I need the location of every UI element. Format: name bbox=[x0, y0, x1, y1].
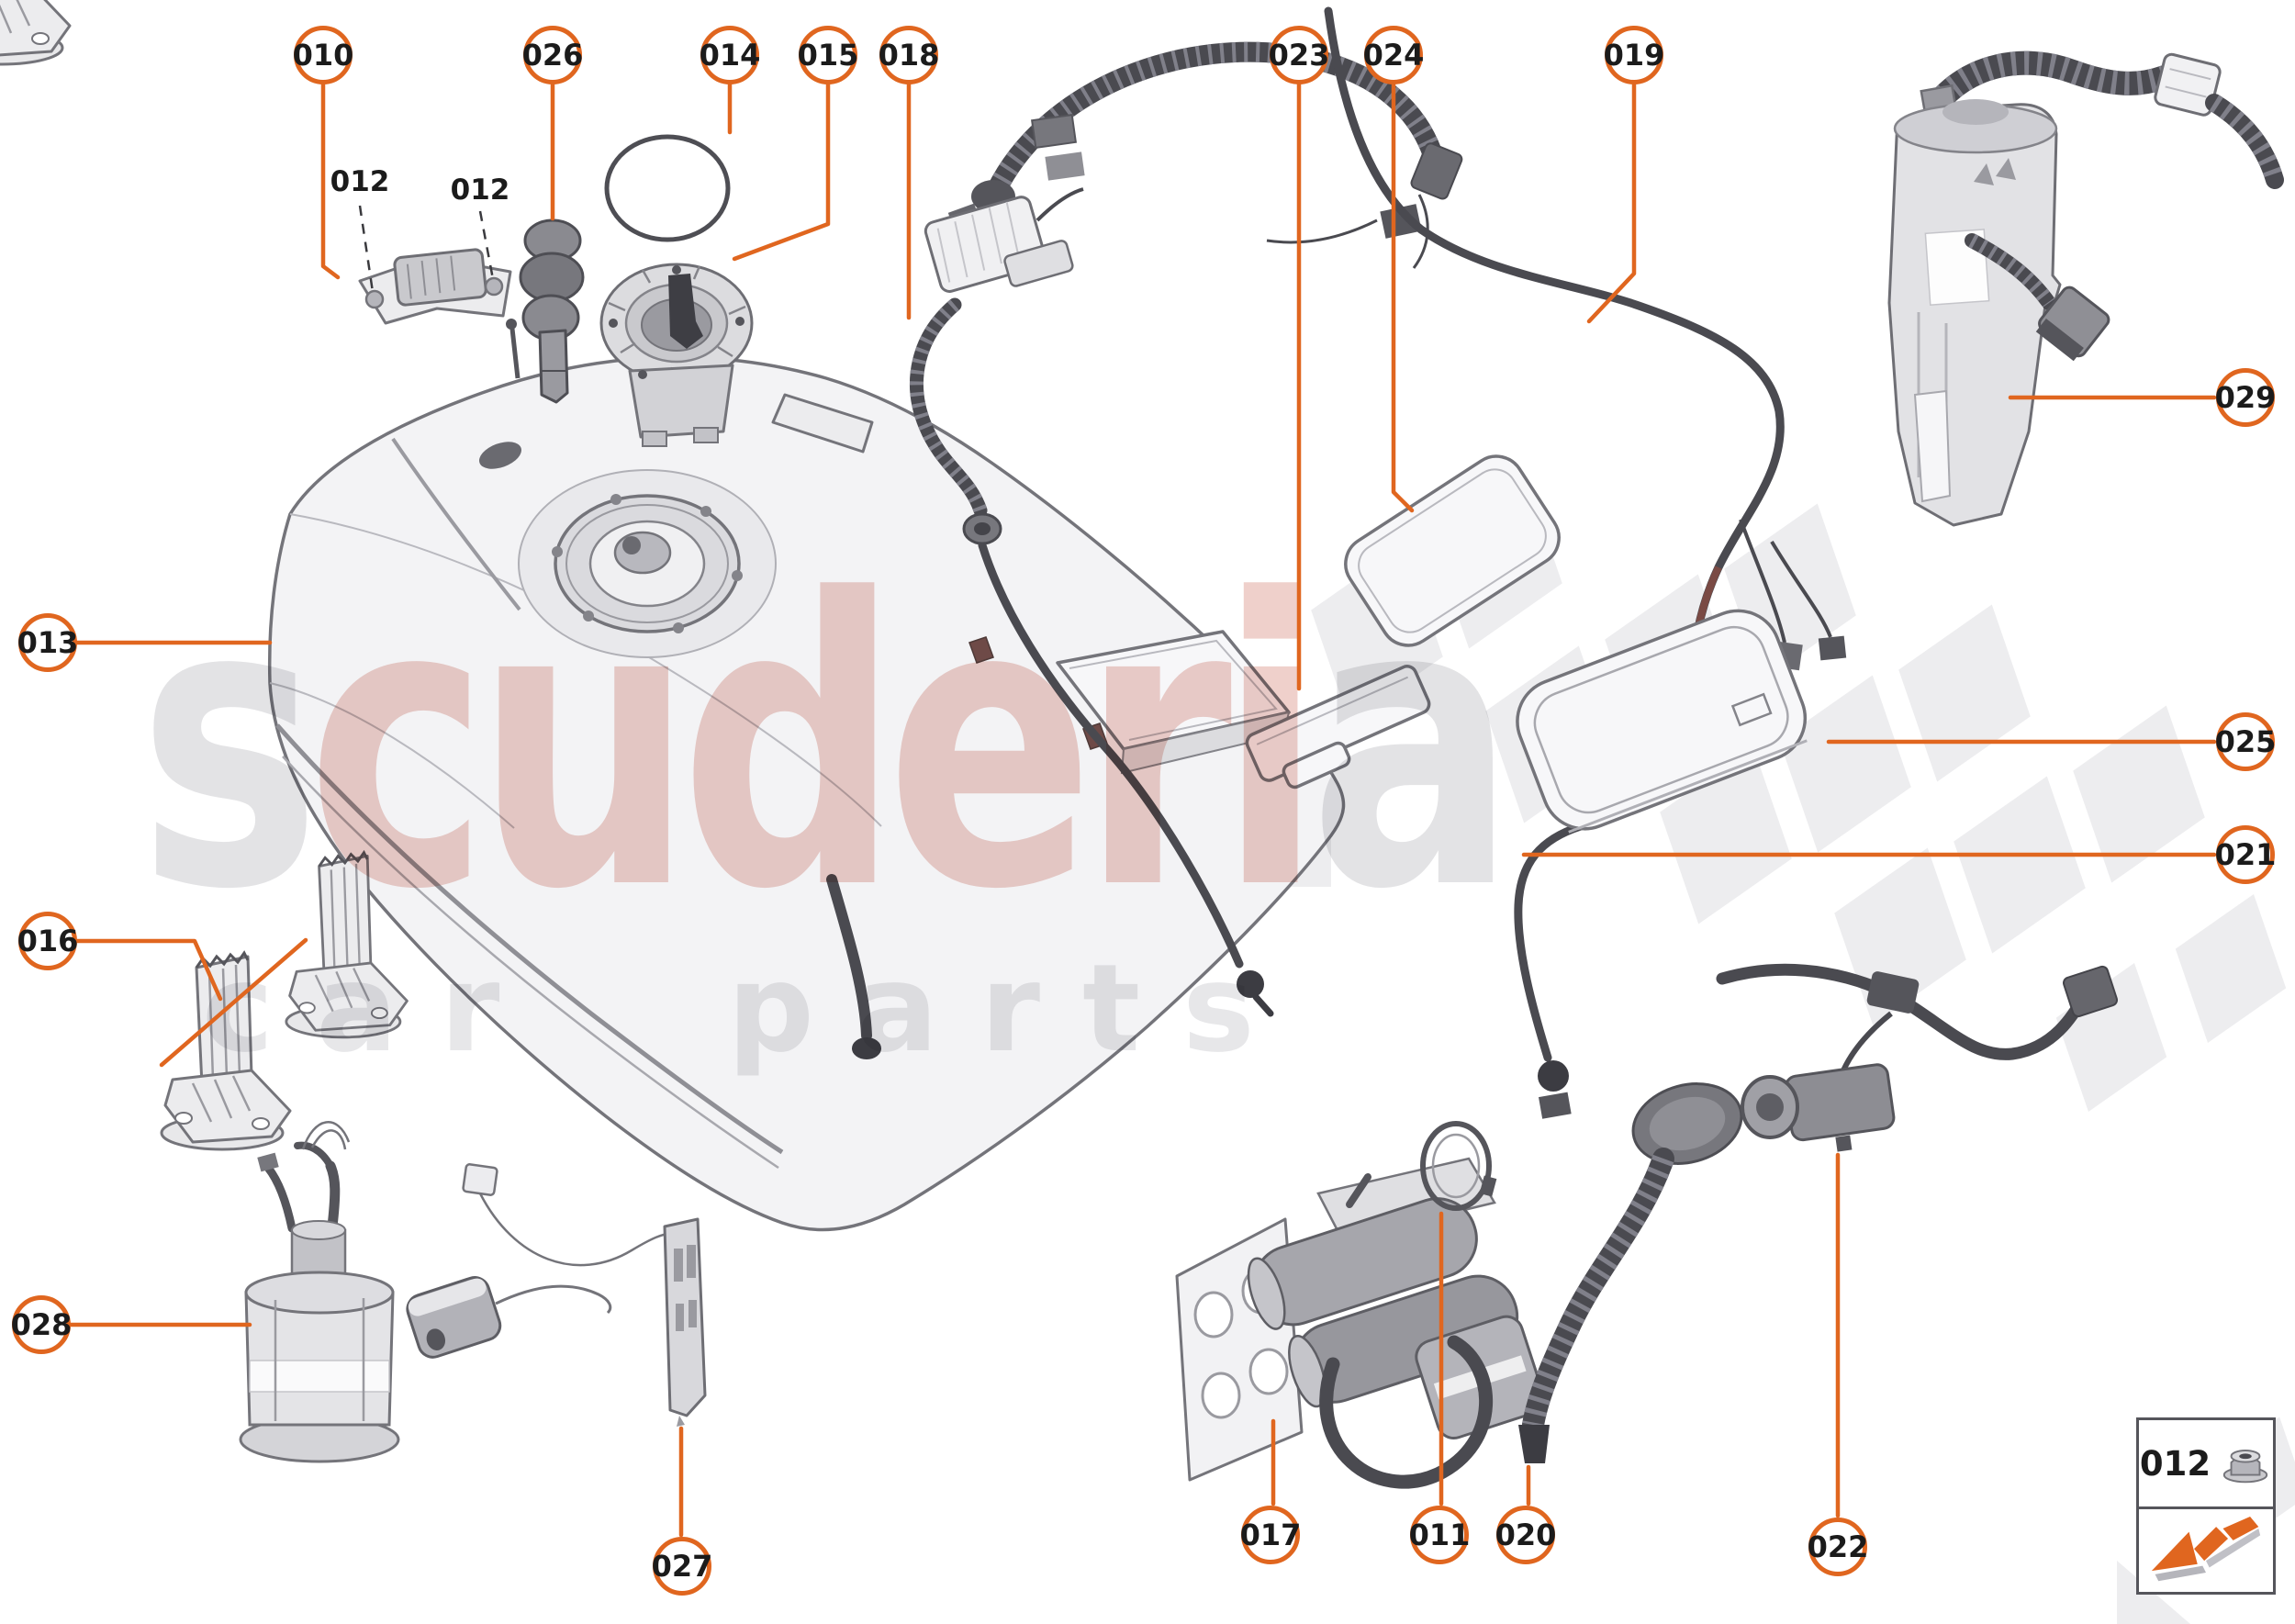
anti-squeak-strip-illustration bbox=[1245, 665, 1431, 790]
legend-fastener-cell: 012 bbox=[2139, 1420, 2273, 1509]
cover-illustration bbox=[1516, 609, 1808, 834]
callout-025[interactable]: 025 bbox=[2215, 712, 2276, 771]
callout-022[interactable]: 022 bbox=[1808, 1518, 1868, 1576]
callout-013[interactable]: 013 bbox=[17, 613, 78, 672]
clamp-ring-illustration bbox=[1420, 1121, 1497, 1211]
flange-nut-icon bbox=[2222, 1450, 2268, 1484]
ref-label-012: 012 bbox=[330, 165, 390, 198]
rubber-pad-illustration bbox=[1344, 454, 1561, 647]
o-ring-illustration bbox=[604, 134, 731, 242]
callout-021[interactable]: 021 bbox=[2215, 825, 2276, 884]
callout-014[interactable]: 014 bbox=[700, 26, 760, 84]
callout-015[interactable]: 015 bbox=[798, 26, 858, 84]
callout-018[interactable]: 018 bbox=[879, 26, 939, 84]
legend-ref-number: 012 bbox=[2139, 1443, 2211, 1484]
control-module-illustration bbox=[358, 248, 512, 325]
callout-023[interactable]: 023 bbox=[1269, 26, 1329, 84]
fuel-pump-module-illustration bbox=[239, 1121, 612, 1463]
fuel-tank-illustration bbox=[267, 319, 1346, 1232]
rubber-sleeve-illustration bbox=[519, 218, 585, 404]
pump-control-unit-illustration bbox=[1175, 1157, 1546, 1489]
locking-flange-illustration bbox=[599, 263, 754, 447]
ref-label-012: 012 bbox=[450, 174, 510, 207]
callout-028[interactable]: 028 bbox=[11, 1295, 72, 1354]
mounting-bracket-illustrations bbox=[0, 0, 409, 1151]
callout-027[interactable]: 027 bbox=[652, 1537, 712, 1596]
legend-box: 012 bbox=[2136, 1417, 2276, 1595]
legend-note-cell bbox=[2139, 1509, 2273, 1592]
callout-019[interactable]: 019 bbox=[1604, 26, 1664, 84]
callout-010[interactable]: 010 bbox=[293, 26, 353, 84]
callout-026[interactable]: 026 bbox=[522, 26, 583, 84]
callout-016[interactable]: 016 bbox=[17, 912, 78, 970]
filler-hose-illustration bbox=[1518, 1082, 1743, 1463]
fuel-level-sensor-illustration bbox=[462, 1163, 707, 1427]
fuel-filter-unit-illustration bbox=[1887, 50, 2284, 527]
callout-011[interactable]: 011 bbox=[1409, 1506, 1470, 1564]
callout-017[interactable]: 017 bbox=[1240, 1506, 1301, 1564]
callout-029[interactable]: 029 bbox=[2215, 368, 2276, 427]
pump-harness-illustration bbox=[1716, 963, 2119, 1152]
callout-020[interactable]: 020 bbox=[1495, 1506, 1556, 1564]
callout-024[interactable]: 024 bbox=[1363, 26, 1424, 84]
direction-arrow-icon bbox=[2151, 1517, 2261, 1582]
